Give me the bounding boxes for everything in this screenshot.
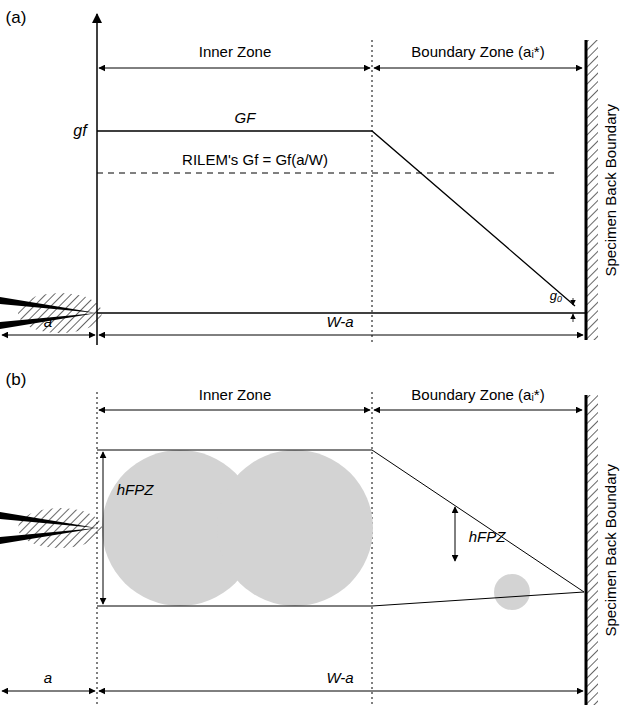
curve-label: RILEM's Gf = Gf(a/W)	[182, 152, 328, 169]
zone-label: Boundary Zone (aᵢ*)	[411, 387, 544, 404]
zone-label: Inner Zone	[199, 44, 272, 61]
zone-label: Inner Zone	[199, 387, 272, 404]
axis-value: gf	[73, 122, 86, 140]
boundary-label: Specimen Back Boundary	[603, 464, 620, 637]
panel-tag: (b)	[6, 371, 27, 390]
dimension: W-a	[326, 670, 353, 687]
curve-label: GF	[235, 110, 256, 127]
axis-value: g₀	[550, 289, 563, 303]
zone-label: Boundary Zone (aᵢ*)	[411, 44, 544, 61]
dimension: a	[44, 314, 52, 331]
dimension: a	[44, 670, 52, 687]
boundary-label: Specimen Back Boundary	[603, 104, 620, 277]
dimension: hFPZ	[469, 529, 506, 546]
dimension: W-a	[326, 314, 353, 331]
dimension: hFPZ	[117, 482, 154, 499]
panel-tag: (a)	[6, 9, 27, 28]
